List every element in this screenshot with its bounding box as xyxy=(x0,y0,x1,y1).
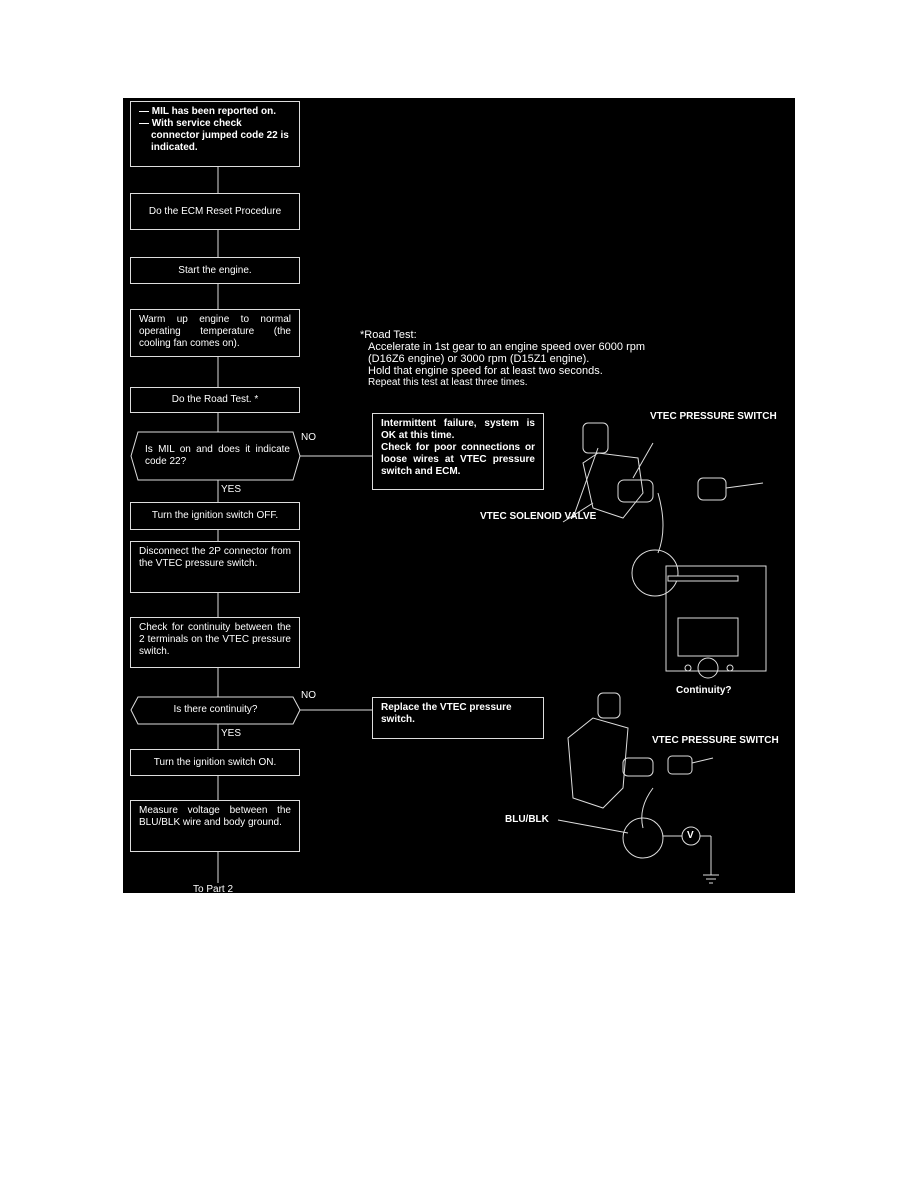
start-line-1: — MIL has been reported on. xyxy=(139,106,277,117)
replace-switch-box: Replace the VTEC pressure switch. xyxy=(372,697,544,739)
decision-mil-shape xyxy=(130,431,301,481)
start-line-2: — With service check connector jumped co… xyxy=(139,118,289,153)
start-condition-box: — MIL has been reported on. — With servi… xyxy=(130,101,300,167)
yes-label-2: YES xyxy=(221,728,242,739)
label-vtec-pressure-switch-2: VTEC PRESSURE SWITCH xyxy=(652,735,779,746)
road-test-line: Repeat this test at least three times. xyxy=(368,377,528,388)
intermittent-line-1: Intermittent failure, system is OK at th… xyxy=(381,418,535,441)
label-continuity: Continuity? xyxy=(676,685,732,696)
step-warm-up: Warm up engine to normal operating tempe… xyxy=(130,309,300,357)
label-blu-blk: BLU/BLK xyxy=(505,814,549,825)
decision-continuity-text: Is there continuity? xyxy=(173,704,258,715)
vtec-switch-illustration-2 xyxy=(557,502,719,884)
voltmeter-icon: V xyxy=(687,830,694,841)
intermittent-failure-box: Intermittent failure, system is OK at th… xyxy=(372,413,544,490)
yes-label-1: YES xyxy=(221,484,242,495)
label-vtec-solenoid-valve: VTEC SOLENOID VALVE xyxy=(480,511,597,522)
step-ignition-off: Turn the ignition switch OFF. xyxy=(130,502,300,530)
label-vtec-pressure-switch-1: VTEC PRESSURE SWITCH xyxy=(650,411,777,422)
road-test-line: Accelerate in 1st gear to an engine spee… xyxy=(368,341,646,353)
no-label-1: NO xyxy=(301,432,316,443)
intermittent-line-2: Check for poor connections or loose wire… xyxy=(381,442,535,477)
step-road-test: Do the Road Test. * xyxy=(130,387,300,413)
connector-lines xyxy=(130,166,767,884)
no-label-2: NO xyxy=(301,690,316,701)
step-ecm-reset: Do the ECM Reset Procedure xyxy=(130,193,300,230)
step-disconnect: Disconnect the 2P connector from the VTE… xyxy=(130,541,300,593)
road-test-note: *Road Test: Accelerate in 1st gear to an… xyxy=(360,329,645,389)
diagram-panel: — MIL has been reported on. — With servi… xyxy=(123,98,795,893)
vtec-switch-illustration-1 xyxy=(572,422,767,679)
step-check-continuity: Check for continuity between the 2 termi… xyxy=(130,617,300,668)
step-ignition-on: Turn the ignition switch ON. xyxy=(130,749,300,776)
road-test-line: Hold that engine speed for at least two … xyxy=(368,365,603,377)
road-test-line: (D16Z6 engine) or 3000 rpm (D15Z1 engine… xyxy=(368,353,590,365)
to-part-2: To Part 2 xyxy=(193,884,234,893)
road-test-title: *Road Test: xyxy=(360,329,417,341)
step-measure-voltage: Measure voltage between the BLU/BLK wire… xyxy=(130,800,300,852)
step-start-engine: Start the engine. xyxy=(130,257,300,284)
decision-mil-text: Is MIL on and does it indicate code 22? xyxy=(145,444,290,467)
decision-continuity-shape xyxy=(130,696,301,725)
